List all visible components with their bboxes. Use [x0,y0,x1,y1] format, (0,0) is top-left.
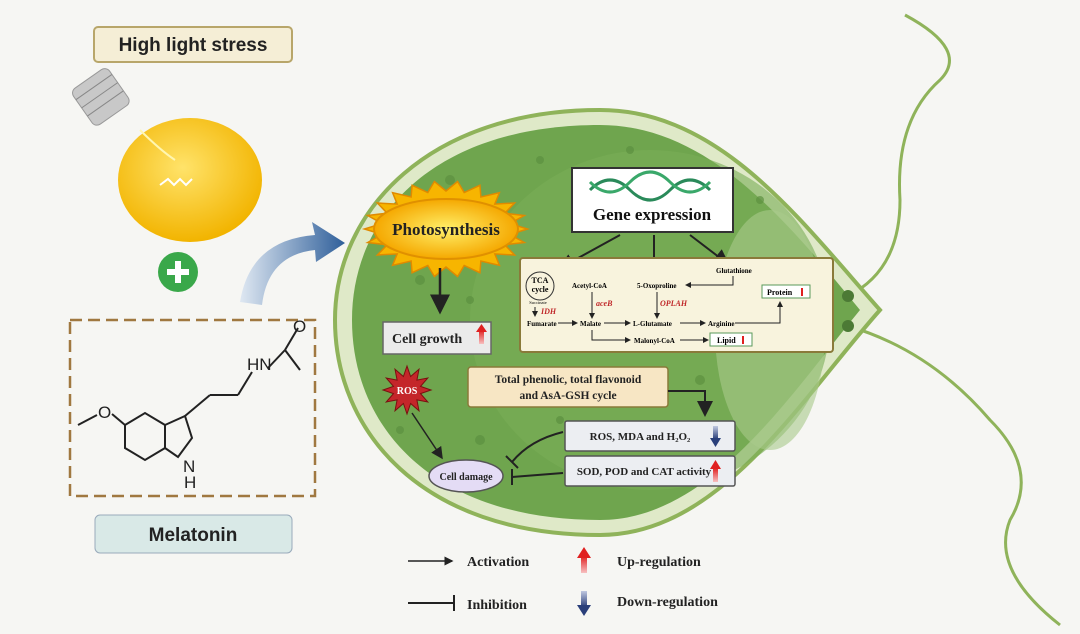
metabolic-pathway-box: TCA cycle Succinate IDH Fumarate Acetyl-… [519,257,834,353]
legend: Activation Inhibition Up-regulation Down… [408,547,718,616]
sod-box: SOD, POD and CAT activity [564,455,736,487]
arrow-antioxidant [668,390,713,417]
svg-text:Total phenolic, total flavono: Total phenolic, total flavonoid [495,374,642,386]
svg-text:Activation: Activation [467,555,529,570]
svg-text:Photosynthesis: Photosynthesis [392,220,500,239]
svg-text:HN: HN [247,355,272,374]
gene-expression-box: Gene expression [571,167,734,233]
svg-text:O: O [293,317,306,336]
svg-text:cycle: cycle [532,285,549,294]
svg-text:ROS: ROS [397,386,418,397]
inhibition-lines [505,431,564,485]
svg-text:L-Glutamate: L-Glutamate [633,320,672,328]
up-arrow-icon [479,330,484,344]
svg-text:aceB: aceB [596,299,613,308]
svg-text:Malonyl-CoA: Malonyl-CoA [634,337,675,345]
svg-text:IDH: IDH [540,307,557,316]
svg-text:Cell damage: Cell damage [439,472,493,483]
svg-text:SOD, POD and CAT activity: SOD, POD and CAT activity [577,466,712,478]
cell-damage-ellipse: Cell damage [428,459,504,493]
svg-text:N: N [183,457,195,476]
up-regulation-icon [577,547,591,573]
svg-text:Gene expression: Gene expression [593,205,712,224]
dna-icon [588,170,712,202]
svg-text:O: O [98,403,111,422]
antioxidant-box: Total phenolic, total flavonoid and AsA-… [467,366,669,408]
curved-arrow-icon [240,222,345,305]
svg-text:and AsA-GSH cycle: and AsA-GSH cycle [519,390,616,402]
svg-text:Cell growth: Cell growth [392,332,462,347]
svg-text:Inhibition: Inhibition [467,598,527,613]
light-bulb-icon [72,68,262,242]
svg-text:Acetyl-CoA: Acetyl-CoA [572,282,607,290]
svg-text:Succinate: Succinate [529,300,547,305]
svg-text:Arginine: Arginine [708,320,734,328]
svg-text:OPLAH: OPLAH [660,299,688,308]
arrow-ros-damage [411,412,443,460]
svg-text:Lipid: Lipid [717,336,736,345]
plus-icon [158,252,198,292]
svg-text:Fumarate: Fumarate [527,320,557,328]
svg-text:Malate: Malate [580,320,601,328]
svg-text:H: H [184,473,196,492]
down-regulation-icon [577,591,591,616]
svg-text:5-Oxoproline: 5-Oxoproline [637,282,677,290]
down-arrow-icon [710,426,721,447]
photosynthesis-sun: Photosynthesis [361,180,531,278]
svg-text:High light stress: High light stress [119,35,268,56]
svg-text:ROS, MDA and H₂O₂: ROS, MDA and H₂O₂ [590,431,691,443]
up-arrow-icon [710,460,721,482]
cell-growth-box: Cell growth [382,321,492,355]
svg-text:TCA: TCA [532,276,549,285]
svg-text:Protein: Protein [767,288,793,297]
melatonin-label: Melatonin [94,514,293,554]
flagellum-bottom [847,324,1061,627]
svg-text:Glutathione: Glutathione [716,267,752,275]
svg-text:Melatonin: Melatonin [149,525,238,546]
stress-label: High light stress [93,26,293,63]
svg-text:Down-regulation: Down-regulation [617,595,718,610]
ros-mda-box: ROS, MDA and H₂O₂ [564,420,736,452]
svg-text:Up-regulation: Up-regulation [617,555,701,570]
melatonin-structure: HN O O N H [68,317,317,498]
ros-burst: ROS [381,364,433,416]
flagellum-top [847,13,951,298]
